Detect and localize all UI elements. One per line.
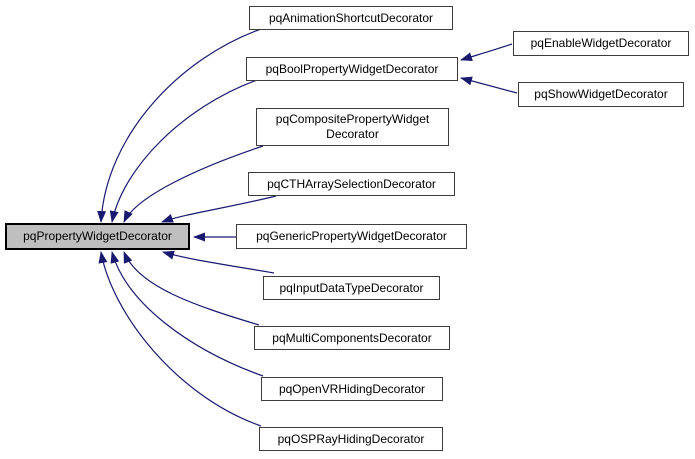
node-pq-openvr-hiding-decorator[interactable]: pqOpenVRHidingDecorator [261, 377, 443, 401]
edge-ospray-to-base [98, 251, 262, 427]
edge-showwidget-to-bool [460, 76, 518, 94]
node-pq-composite-property-widget-decorator[interactable]: pqCompositePropertyWidget Decorator [256, 108, 449, 146]
edge-openvr-to-base [110, 251, 264, 377]
node-pq-generic-property-widget-decorator[interactable]: pqGenericPropertyWidgetDecorator [236, 224, 467, 249]
edge-enablewidget-to-bool [460, 43, 513, 62]
edge-composite-to-base [123, 145, 264, 223]
node-pq-cth-array-selection-decorator[interactable]: pqCTHArraySelectionDecorator [248, 172, 455, 196]
node-pq-property-widget-decorator: pqPropertyWidgetDecorator [5, 223, 190, 250]
node-pq-ospray-hiding-decorator[interactable]: pqOSPRayHidingDecorator [259, 427, 443, 451]
edge-multicomponents-to-base [123, 251, 260, 326]
edge-cth-to-base [161, 195, 277, 223]
node-pq-multi-components-decorator[interactable]: pqMultiComponentsDecorator [254, 326, 450, 350]
node-pq-bool-property-widget-decorator[interactable]: pqBoolPropertyWidgetDecorator [246, 57, 458, 81]
node-pq-enable-widget-decorator[interactable]: pqEnableWidgetDecorator [513, 31, 689, 56]
edge-bool-to-base [109, 79, 258, 223]
node-pq-show-widget-decorator[interactable]: pqShowWidgetDecorator [518, 82, 684, 107]
node-pq-input-data-type-decorator[interactable]: pqInputDataTypeDecorator [263, 276, 440, 300]
edge-inputdatatype-to-base [162, 250, 275, 274]
node-pq-animation-shortcut-decorator[interactable]: pqAnimationShortcutDecorator [249, 6, 453, 30]
edge-animation-to-base [97, 28, 262, 223]
